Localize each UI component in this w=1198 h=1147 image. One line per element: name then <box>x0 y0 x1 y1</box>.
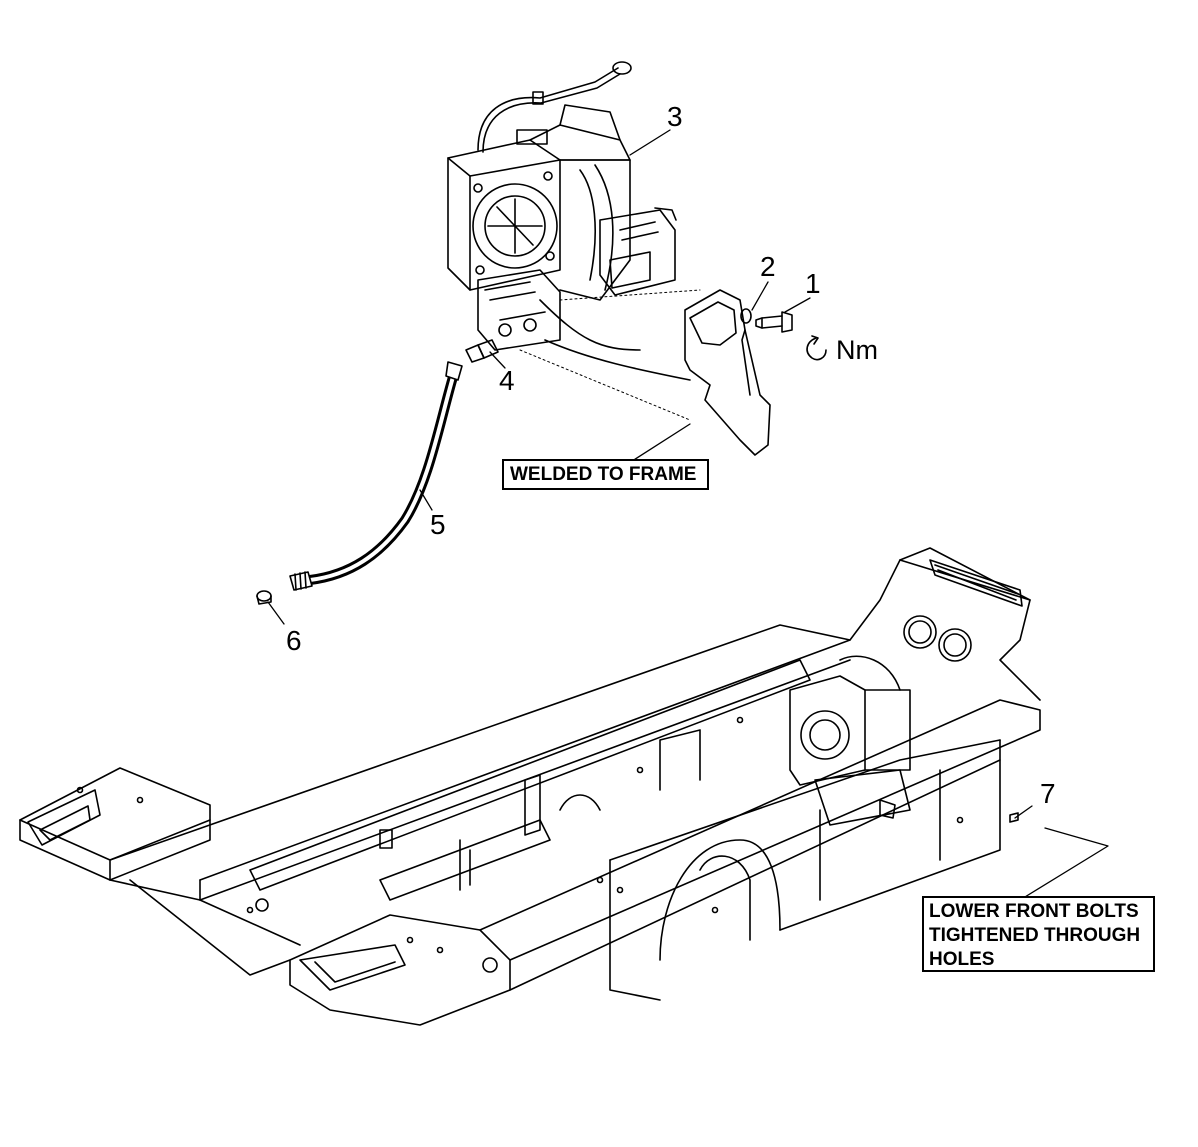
welded-to-frame-note: WELDED TO FRAME <box>502 459 709 490</box>
curved-arrow-head <box>811 335 819 345</box>
callout-3: 3 <box>667 101 683 132</box>
lower-front-note-line-3: HOLES <box>929 949 995 970</box>
lower-front-note-line-1: LOWER FRONT BOLTS <box>929 901 1139 922</box>
hidden-lines <box>519 289 701 421</box>
leader-lines <box>267 129 1109 901</box>
lower-front-note-line-2: TIGHTENED THROUGH <box>929 925 1141 946</box>
callout-1: 1 <box>805 268 821 299</box>
plug-part-6 <box>256 590 272 605</box>
washer-part-2 <box>740 308 752 324</box>
mounting-bracket <box>684 289 771 456</box>
bolt-part-1 <box>755 311 793 333</box>
callout-2: 2 <box>760 251 776 282</box>
hose-part-5 <box>289 361 463 591</box>
pump-assembly <box>447 61 691 381</box>
machine-frame <box>19 547 1041 1026</box>
torque-unit-label: Nm <box>836 335 878 365</box>
callout-7: 7 <box>1040 778 1056 809</box>
welded-note-text: WELDED TO FRAME <box>510 464 697 485</box>
callout-4: 4 <box>499 365 515 396</box>
lower-front-bolts-note: LOWER FRONT BOLTS TIGHTENED THROUGH HOLE… <box>922 896 1155 972</box>
callout-6: 6 <box>286 625 302 656</box>
callout-5: 5 <box>430 509 446 540</box>
curved-arrow-icon <box>806 337 827 361</box>
